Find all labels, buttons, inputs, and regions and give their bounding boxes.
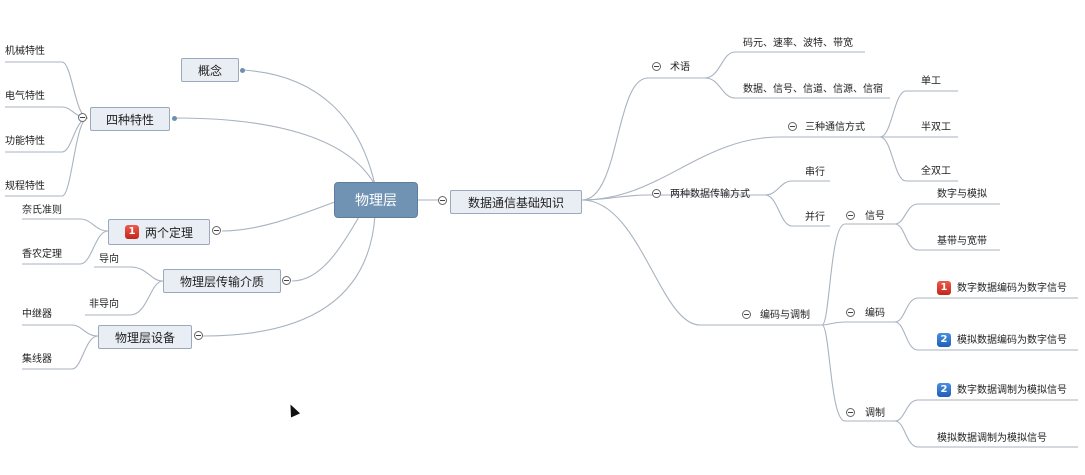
node-data-comm-basics[interactable]: 数据通信基础知识: [450, 190, 582, 214]
leaf-unguided: 非导向: [89, 299, 119, 310]
node-three-modes[interactable]: 三种通信方式: [805, 122, 865, 133]
node-transmission-media[interactable]: 物理层传输介质: [163, 269, 281, 293]
priority-2-icon: 2: [937, 333, 951, 347]
leaf-baseband-broadband: 基带与宽带: [937, 236, 987, 247]
leaf-functional: 功能特性: [5, 136, 45, 147]
collapse-icon[interactable]: [742, 310, 751, 319]
leaf-mechanical: 机械特性: [5, 46, 45, 57]
leaf-full-duplex: 全双工: [921, 166, 951, 177]
leaf-encode-2: 2 模拟数据编码为数字信号: [937, 333, 1067, 347]
connector-dot-icon: [172, 116, 177, 121]
leaf-digital-analog: 数字与模拟: [937, 189, 987, 200]
node-encoding[interactable]: 编码: [865, 308, 885, 319]
leaf-nyquist: 奈氏准则: [22, 205, 62, 216]
leaf-parallel: 并行: [805, 212, 825, 223]
node-two-transmission[interactable]: 两种数据传输方式: [670, 189, 750, 200]
leaf-procedural: 规程特性: [5, 181, 45, 192]
collapse-icon[interactable]: [788, 122, 797, 131]
leaf-half-duplex: 半双工: [921, 122, 951, 133]
leaf-encode-2-text: 模拟数据编码为数字信号: [957, 335, 1067, 346]
node-physical-devices[interactable]: 物理层设备: [98, 325, 192, 349]
collapse-icon[interactable]: [846, 408, 855, 417]
node-two-theorems[interactable]: 1 两个定理: [108, 219, 210, 245]
leaf-modulate-1: 2 数字数据调制为模拟信号: [937, 383, 1067, 397]
node-concept[interactable]: 概念: [181, 58, 239, 82]
leaf-serial: 串行: [805, 167, 825, 178]
collapse-icon[interactable]: [652, 189, 661, 198]
priority-2-icon: 2: [937, 383, 951, 397]
collapse-icon[interactable]: [846, 308, 855, 317]
leaf-shannon: 香农定理: [22, 249, 62, 260]
collapse-icon[interactable]: [194, 331, 203, 340]
leaf-modulate-2: 模拟数据调制为模拟信号: [937, 433, 1047, 444]
leaf-repeater: 中继器: [22, 309, 52, 320]
node-modulation[interactable]: 调制: [865, 408, 885, 419]
leaf-simplex: 单工: [921, 76, 941, 87]
leaf-modulate-1-text: 数字数据调制为模拟信号: [957, 385, 1067, 396]
node-four-properties[interactable]: 四种特性: [90, 107, 170, 131]
node-terms[interactable]: 术语: [670, 62, 690, 73]
leaf-encode-1: 1 数字数据编码为数字信号: [937, 281, 1067, 295]
collapse-icon[interactable]: [846, 211, 855, 220]
collapse-icon[interactable]: [282, 276, 291, 285]
collapse-icon[interactable]: [78, 113, 87, 122]
leaf-guided: 导向: [99, 254, 119, 265]
leaf-terms-2: 数据、信号、信道、信源、信宿: [743, 84, 883, 95]
priority-1-icon: 1: [124, 225, 139, 239]
leaf-hub: 集线器: [22, 354, 52, 365]
leaf-electrical: 电气特性: [5, 91, 45, 102]
priority-1-icon: 1: [937, 281, 951, 295]
collapse-icon[interactable]: [438, 196, 447, 205]
root-node[interactable]: 物理层: [334, 182, 418, 218]
node-signal[interactable]: 信号: [865, 211, 885, 222]
node-two-theorems-label: 两个定理: [144, 225, 193, 240]
leaf-encode-1-text: 数字数据编码为数字信号: [957, 283, 1067, 294]
leaf-terms-1: 码元、速率、波特、带宽: [743, 38, 853, 49]
collapse-icon[interactable]: [212, 226, 221, 235]
collapse-icon[interactable]: [652, 62, 661, 71]
connector-dot-icon: [240, 68, 245, 73]
node-encoding-modulation[interactable]: 编码与调制: [760, 310, 810, 321]
